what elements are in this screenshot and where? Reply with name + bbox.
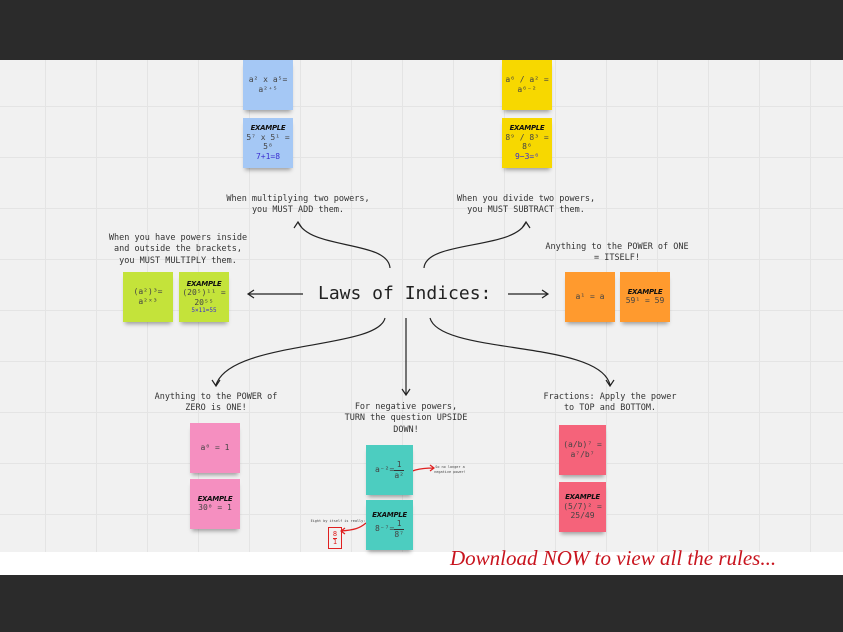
rule-text: a¹ = a: [575, 292, 605, 302]
arrow-divide: [423, 220, 531, 269]
example-label: EXAMPLE: [627, 288, 663, 296]
rule-text: (a/b)⁷ = a⁷/b⁷: [563, 440, 602, 459]
arrow-fractions: [429, 317, 615, 388]
example-label: EXAMPLE: [186, 279, 222, 288]
example-text: 5⁷ x 5¹ = 5⁸: [246, 132, 290, 152]
page-title: Laws of Indices:: [318, 283, 492, 304]
rule-text: a⁰ = 1: [200, 443, 230, 453]
label-multiply: When multiplying two powers, you MUST AD…: [226, 194, 370, 216]
side-note: Eight by itself is really:: [310, 519, 366, 523]
denominator: 8⁷: [394, 529, 404, 539]
numerator: 1: [394, 519, 404, 530]
arrow-brackets: [246, 289, 303, 299]
example-text: 8⁻⁷=: [375, 524, 395, 534]
example-label: EXAMPLE: [372, 510, 407, 519]
numerator: 8: [332, 529, 338, 539]
example-text: 59¹ = 59: [625, 296, 665, 306]
rule-text: a² x a⁵= a²⁺⁵: [248, 75, 288, 94]
example-text: 8⁹ / 8³ = 8⁶: [505, 132, 549, 152]
label-negative: For negative powers, TURN the question U…: [344, 402, 468, 435]
arrow-power-zero: [211, 317, 386, 388]
example-text: 30⁰ = 1: [198, 503, 232, 513]
numerator: 1: [394, 460, 404, 471]
note-multiply-rule[interactable]: a² x a⁵= a²⁺⁵: [243, 60, 293, 110]
whiteboard-canvas[interactable]: [0, 60, 843, 552]
denominator: 1: [332, 537, 338, 546]
rule-text: (a²)³= a²ˣ³: [133, 287, 163, 306]
example-label: EXAMPLE: [509, 124, 545, 133]
example-text: (20⁵)¹¹ = 20⁵⁵: [182, 288, 226, 307]
denominator: a²: [394, 470, 404, 480]
note-fractions-example[interactable]: EXAMPLE(5/7)² = 25/49: [559, 482, 606, 532]
rule-text: a⁻²=: [375, 465, 395, 475]
note-divide-rule[interactable]: a⁶ / a² = a⁶⁻²: [502, 60, 552, 110]
example-text: (5/7)² = 25/49: [563, 501, 602, 521]
example-label: EXAMPLE: [565, 493, 600, 502]
arrow-negative: [401, 318, 411, 397]
red-arrow-side: [340, 522, 367, 535]
working-text: 9−3=⁶: [514, 151, 540, 161]
working-text: 7+1=8: [255, 151, 281, 161]
banner-band: [0, 552, 843, 575]
rule-text: a⁶ / a² = a⁶⁻²: [505, 75, 549, 94]
label-power-zero: Anything to the POWER of ZERO is ONE!: [154, 392, 278, 414]
working-text: 5×11=55: [191, 307, 217, 315]
label-power-one: Anything to the POWER of ONE = ITSELF!: [545, 242, 689, 264]
download-banner-link[interactable]: Download NOW to view all the rules...: [450, 546, 777, 570]
note-power-zero-rule[interactable]: a⁰ = 1: [190, 423, 240, 473]
label-brackets: When you have powers inside and outside …: [108, 233, 248, 266]
note-fractions-rule[interactable]: (a/b)⁷ = a⁷/b⁷: [559, 425, 606, 475]
example-label: EXAMPLE: [250, 124, 286, 133]
arrow-power-one: [508, 289, 550, 299]
example-label: EXAMPLE: [197, 495, 233, 503]
note-power-one-rule[interactable]: a¹ = a: [565, 272, 615, 322]
label-divide: When you divide two powers, you MUST SUB…: [456, 194, 596, 216]
note-brackets-rule[interactable]: (a²)³= a²ˣ³: [123, 272, 173, 322]
label-fractions: Fractions: Apply the power to TOP and BO…: [543, 392, 677, 414]
arrow-multiply: [293, 220, 391, 269]
note-no-longer-negative: So no longer a negative power!: [434, 465, 466, 474]
